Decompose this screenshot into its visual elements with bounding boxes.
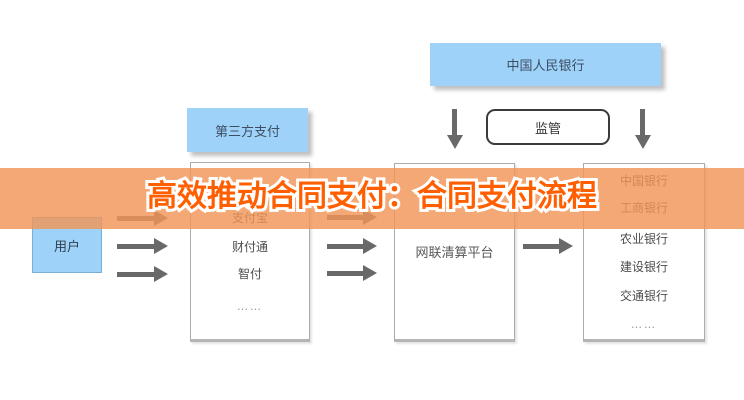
arrow-right-icon <box>327 265 377 281</box>
arrow-stem <box>117 271 154 277</box>
arrow-head <box>363 265 377 281</box>
pboc-label: 中国人民银行 <box>506 59 585 74</box>
arrow-right-icon <box>117 266 168 282</box>
list-item: 财付通 <box>231 240 268 254</box>
arrow-stem <box>452 109 457 135</box>
list-item: 农业银行 <box>619 232 668 246</box>
list-item: 交通银行 <box>619 289 668 303</box>
third-party-header-label: 第三方支付 <box>214 124 280 140</box>
arrow-right-icon <box>523 238 573 254</box>
pboc-node: 中国人民银行 <box>430 43 661 86</box>
arrow-head <box>154 266 168 282</box>
ellipsis-item: …… <box>631 318 657 331</box>
arrow-head <box>154 238 168 254</box>
arrow-head <box>363 238 377 254</box>
arrow-head <box>446 135 463 149</box>
arrow-stem <box>523 243 559 249</box>
arrow-stem <box>640 109 645 135</box>
arrow-down-icon <box>634 109 651 149</box>
ellipsis-item: …… <box>237 300 263 313</box>
user-label: 用户 <box>53 239 80 255</box>
arrow-stem <box>327 270 363 276</box>
arrow-head <box>559 238 573 254</box>
page-title: 高效推动合同支付：合同支付流程 <box>144 176 600 217</box>
arrow-stem <box>327 243 363 249</box>
arrow-right-icon <box>327 238 377 254</box>
arrow-stem <box>117 243 154 249</box>
supervision-node: 监管 <box>486 109 610 145</box>
list-item: 智付 <box>237 267 262 281</box>
supervision-label: 监管 <box>534 121 561 137</box>
arrow-down-icon <box>446 109 463 149</box>
banner-band <box>0 168 744 229</box>
clearing-platform-label: 网联清算平台 <box>415 246 494 261</box>
list-item: 建设银行 <box>619 260 668 274</box>
arrow-right-icon <box>117 238 168 254</box>
arrow-head <box>634 135 651 149</box>
third-party-header-node: 第三方支付 <box>187 108 308 152</box>
